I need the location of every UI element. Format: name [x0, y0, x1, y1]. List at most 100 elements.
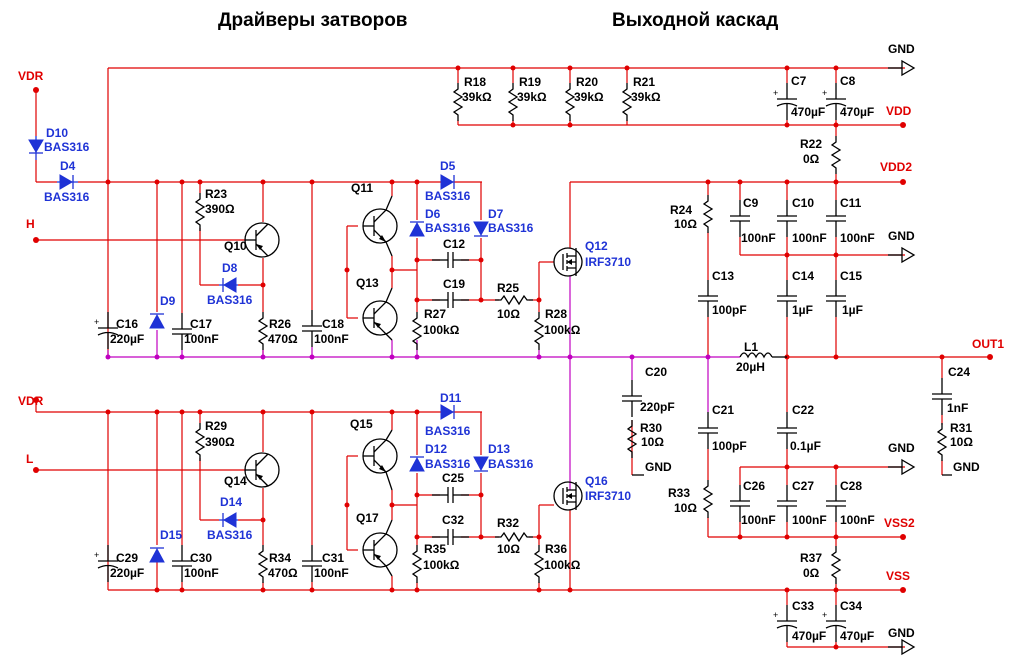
svg-text:39kΩ: 39kΩ [574, 90, 604, 104]
svg-text:R37: R37 [800, 551, 822, 565]
svg-text:1nF: 1nF [947, 401, 968, 415]
svg-text:IRF3710: IRF3710 [585, 255, 631, 269]
svg-text:39kΩ: 39kΩ [462, 90, 492, 104]
svg-text:BAS316: BAS316 [44, 190, 90, 204]
svg-text:C16: C16 [116, 317, 138, 331]
svg-text:R34: R34 [269, 551, 291, 565]
svg-text:D14: D14 [220, 495, 242, 509]
net-vss2: VSS2 [884, 516, 915, 530]
svg-text:D9: D9 [160, 294, 176, 308]
svg-text:BAS316: BAS316 [425, 189, 471, 203]
svg-text:Q11: Q11 [351, 181, 373, 195]
svg-text:100kΩ: 100kΩ [544, 558, 581, 572]
wires-top [35, 67, 905, 357]
svg-text:10Ω: 10Ω [674, 217, 697, 231]
svg-text:C9: C9 [743, 196, 759, 210]
Q15-transistor: Q15 [350, 417, 398, 491]
svg-text:470µF: 470µF [792, 629, 826, 643]
svg-text:C20: C20 [645, 365, 667, 379]
svg-text:GND: GND [888, 42, 915, 56]
gnd-symbol-mid-top: GND [887, 229, 915, 263]
svg-text:GND: GND [888, 229, 915, 243]
Q14-transistor: Q14 [224, 452, 280, 488]
svg-text:R24: R24 [670, 203, 692, 217]
svg-text:100nF: 100nF [792, 231, 827, 245]
svg-text:Q14: Q14 [224, 474, 247, 488]
svg-text:1µF: 1µF [842, 303, 863, 317]
svg-text:Q15: Q15 [350, 417, 373, 431]
svg-text:100nF: 100nF [840, 231, 875, 245]
svg-text:C18: C18 [322, 317, 344, 331]
svg-text:C26: C26 [743, 479, 765, 493]
svg-text:390Ω: 390Ω [205, 202, 235, 216]
svg-text:C17: C17 [190, 317, 212, 331]
svg-text:D15: D15 [160, 528, 182, 542]
wires-output-node [107, 276, 990, 490]
svg-text:C32: C32 [442, 513, 464, 527]
svg-text:100nF: 100nF [840, 513, 875, 527]
svg-text:BAS316: BAS316 [425, 221, 471, 235]
svg-text:100nF: 100nF [792, 513, 827, 527]
svg-text:470µF: 470µF [840, 629, 874, 643]
C34-capacitor: C34 470µF [821, 599, 874, 643]
svg-text:GND: GND [953, 460, 980, 474]
svg-text:Q16: Q16 [585, 474, 608, 488]
svg-text:100pF: 100pF [712, 303, 747, 317]
svg-text:470µF: 470µF [840, 105, 874, 119]
svg-text:D10: D10 [46, 126, 68, 140]
svg-text:R30: R30 [640, 421, 662, 435]
svg-text:D6: D6 [425, 207, 441, 221]
svg-text:470Ω: 470Ω [268, 566, 298, 580]
svg-text:GND: GND [645, 460, 672, 474]
svg-text:39kΩ: 39kΩ [517, 90, 547, 104]
svg-text:BAS316: BAS316 [488, 457, 534, 471]
svg-text:1µF: 1µF [792, 303, 813, 317]
D9-diode: D9 [149, 294, 176, 329]
svg-text:C34: C34 [840, 599, 862, 613]
net-vdr-top: VDR [18, 69, 44, 83]
svg-text:470µF: 470µF [791, 105, 825, 119]
gnd-c20: GND [632, 460, 672, 476]
C25-capacitor: C25 [431, 471, 470, 504]
svg-text:R26: R26 [269, 317, 291, 331]
svg-text:100kΩ: 100kΩ [544, 323, 581, 337]
svg-text:C31: C31 [322, 551, 344, 565]
svg-text:R31: R31 [950, 421, 972, 435]
svg-text:D8: D8 [222, 261, 238, 275]
net-vss: VSS [886, 569, 910, 583]
C32-capacitor: C32 [431, 513, 470, 546]
net-vdr-bottom: VDR [18, 394, 44, 408]
svg-text:R18: R18 [464, 75, 486, 89]
svg-text:C22: C22 [792, 403, 814, 417]
svg-text:220µF: 220µF [110, 332, 144, 346]
svg-text:Q10: Q10 [224, 239, 247, 253]
svg-text:C11: C11 [840, 196, 862, 210]
svg-text:10Ω: 10Ω [674, 501, 697, 515]
